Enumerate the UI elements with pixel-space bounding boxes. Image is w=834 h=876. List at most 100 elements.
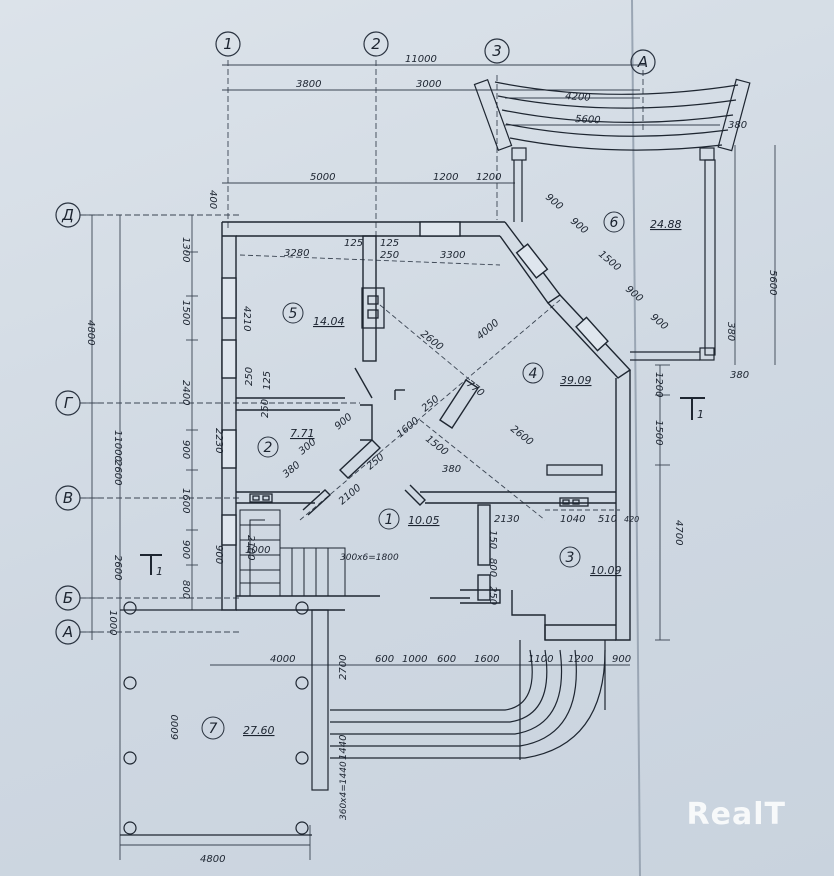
walls — [221, 221, 632, 641]
dim-int-38: 1440 — [338, 735, 349, 760]
room-2-number: 2 — [264, 440, 273, 456]
dim-top-1200-b: 1200 — [476, 172, 501, 183]
axis-label-row-d: Д — [61, 206, 74, 224]
dim-int-2: 125 — [380, 238, 399, 249]
axis-label-col-3: 3 — [492, 42, 502, 60]
dim-top-1200-a: 1200 — [433, 172, 458, 183]
dim-top-total: 11000 — [405, 54, 437, 65]
axis-label-col-1: 1 — [223, 35, 233, 53]
dim-left-2600-b: 2600 — [112, 555, 123, 580]
dim-int-4: 3300 — [440, 250, 465, 261]
dim-bottom-4000: 4000 — [270, 654, 295, 665]
dim-li-3: 2400 — [180, 380, 191, 405]
dim-top-3000: 3000 — [416, 79, 441, 90]
dim-right-5600: 5600 — [767, 270, 778, 295]
dim-right-1500: 1500 — [653, 420, 664, 445]
dim-int-34: 1000 — [245, 545, 270, 556]
room-6-number: 6 — [610, 215, 619, 231]
dim-int-0: 3280 — [284, 248, 309, 259]
dim-li-2: 1500 — [180, 300, 191, 325]
dim-li-4: 900 — [180, 440, 191, 459]
dim-int-20: 150 — [487, 530, 498, 549]
dim-int-27: 900 — [333, 412, 355, 433]
dim-int-21: 800 — [487, 558, 498, 577]
axis-label-col-a: А — [637, 53, 648, 71]
dim-bottom-1200: 1200 — [568, 654, 593, 665]
room-1-area: 10.05 — [408, 514, 440, 527]
room-3-area: 10.09 — [590, 564, 622, 577]
staircase — [239, 509, 346, 597]
room-7-area: 27.60 — [243, 724, 275, 737]
dim-li-6: 1600 — [180, 488, 191, 513]
dim-int-32: 250 — [365, 452, 387, 473]
dim-left-1000: 1000 — [107, 610, 118, 635]
dim-li-0: 400 — [207, 190, 218, 209]
dim-left-11000: 11000 — [112, 430, 123, 462]
room-1-number: 1 — [385, 512, 394, 528]
dim-li-5: 2230 — [213, 428, 224, 453]
dim-int-23: 1500 — [423, 434, 450, 458]
dim-int-13: 1500 — [596, 249, 623, 274]
dim-left-4800: 4800 — [85, 320, 96, 345]
axis-label-row-g: Г — [64, 394, 74, 412]
room-4-area: 39.09 — [560, 374, 592, 387]
dim-int-36: 2700 — [338, 655, 349, 680]
dim-int-3: 250 — [380, 250, 399, 261]
room-6-area: 24.88 — [650, 218, 682, 231]
dim-int-33: 2100 — [337, 483, 364, 508]
dim-int-29: 1600 — [395, 416, 422, 441]
dim-right-380-b: 380 — [725, 322, 736, 341]
axis-label-col-2: 2 — [371, 35, 381, 53]
dim-int-12: 900 — [568, 216, 590, 237]
realt-watermark: RealT — [686, 797, 786, 832]
dim-int-9: 250 — [420, 394, 442, 415]
room-5-area: 14.04 — [313, 315, 345, 328]
dim-bottom-1600: 1600 — [474, 654, 499, 665]
dim-int-24: 380 — [442, 464, 461, 475]
dim-int-11: 900 — [543, 192, 565, 213]
dim-top-3800: 3800 — [296, 79, 321, 90]
dim-li-7: 900 — [180, 540, 191, 559]
dim-li-1: 1300 — [180, 237, 191, 262]
dim-int-22: 250 — [487, 586, 498, 605]
dimension-lines — [80, 60, 776, 860]
dim-li-9: 2100 — [245, 535, 256, 560]
axis-label-row-v: В — [63, 489, 73, 507]
dim-int-17: 1040 — [560, 514, 585, 525]
dim-int-16: 2130 — [494, 514, 519, 525]
dim-li-10: 900 — [213, 545, 224, 564]
section-mark-right: 1 — [697, 408, 704, 421]
dim-right-4700: 4700 — [673, 520, 684, 545]
room-5-number: 5 — [289, 306, 298, 322]
dim-int-39: 360х4=1440 — [339, 761, 349, 820]
dim-int-10: 2600 — [508, 424, 535, 448]
dim-int-6: 2600 — [418, 329, 445, 353]
dim-int-19: 420 — [624, 515, 639, 524]
dim-int-7: 4000 — [475, 318, 502, 343]
dim-bottom-4800: 4800 — [200, 854, 225, 865]
axis-label-row-a: А — [62, 623, 73, 641]
dim-right-380-c: 380 — [730, 370, 749, 381]
section-marks — [140, 397, 705, 575]
dim-bottom-1100: 1100 — [528, 654, 553, 665]
dim-bottom-600-b: 600 — [437, 654, 456, 665]
dim-int-28: 250 — [260, 399, 271, 418]
dim-int-1: 125 — [344, 238, 363, 249]
room-markers — [201, 211, 625, 740]
room-4-number: 4 — [529, 366, 538, 382]
axis-bubbles — [55, 31, 656, 645]
dim-bottom-900: 900 — [612, 654, 631, 665]
interior-partitions — [302, 367, 479, 516]
dim-top-5000: 5000 — [310, 172, 335, 183]
dim-bottom-600-a: 600 — [375, 654, 394, 665]
room-3-number: 3 — [566, 550, 575, 566]
dim-int-18: 510 — [598, 514, 617, 525]
dim-int-37: 6000 — [170, 715, 181, 740]
dim-int-31: 380 — [281, 460, 303, 481]
dim-int-8: 770 — [464, 379, 486, 399]
dim-bottom-1000: 1000 — [402, 654, 427, 665]
dim-terrace-5600: 5600 — [575, 114, 601, 126]
room-2-area: 7.71 — [290, 427, 315, 440]
